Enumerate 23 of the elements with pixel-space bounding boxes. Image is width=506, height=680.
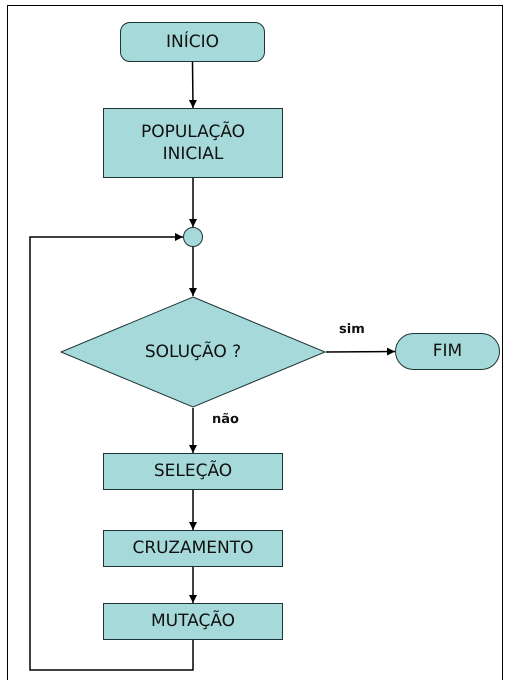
arrow	[189, 247, 197, 296]
node-label: INÍCIO	[164, 30, 220, 54]
process-box	[103, 530, 283, 567]
arrow	[188, 62, 197, 108]
arrow	[29, 233, 194, 671]
process-box	[103, 453, 283, 490]
end-terminal	[395, 333, 500, 370]
process-box	[103, 603, 283, 640]
arrow	[189, 567, 197, 603]
node-label: SELEÇÃO	[152, 460, 234, 483]
node-label: FIM	[432, 340, 464, 363]
node-label: MUTAÇÃO	[150, 610, 236, 633]
start-terminal	[120, 22, 265, 62]
connector-circle	[183, 227, 203, 247]
arrow	[189, 178, 197, 227]
decision-diamond	[60, 296, 326, 408]
process-box	[103, 108, 283, 178]
node-label: SOLUÇÃO ?	[144, 340, 242, 364]
arrow	[189, 490, 197, 530]
node-label: POPULAÇÃO INICIAL	[140, 120, 246, 166]
arrow	[189, 408, 197, 453]
node-label: CRUZAMENTO	[132, 537, 254, 560]
arrow	[326, 348, 395, 356]
